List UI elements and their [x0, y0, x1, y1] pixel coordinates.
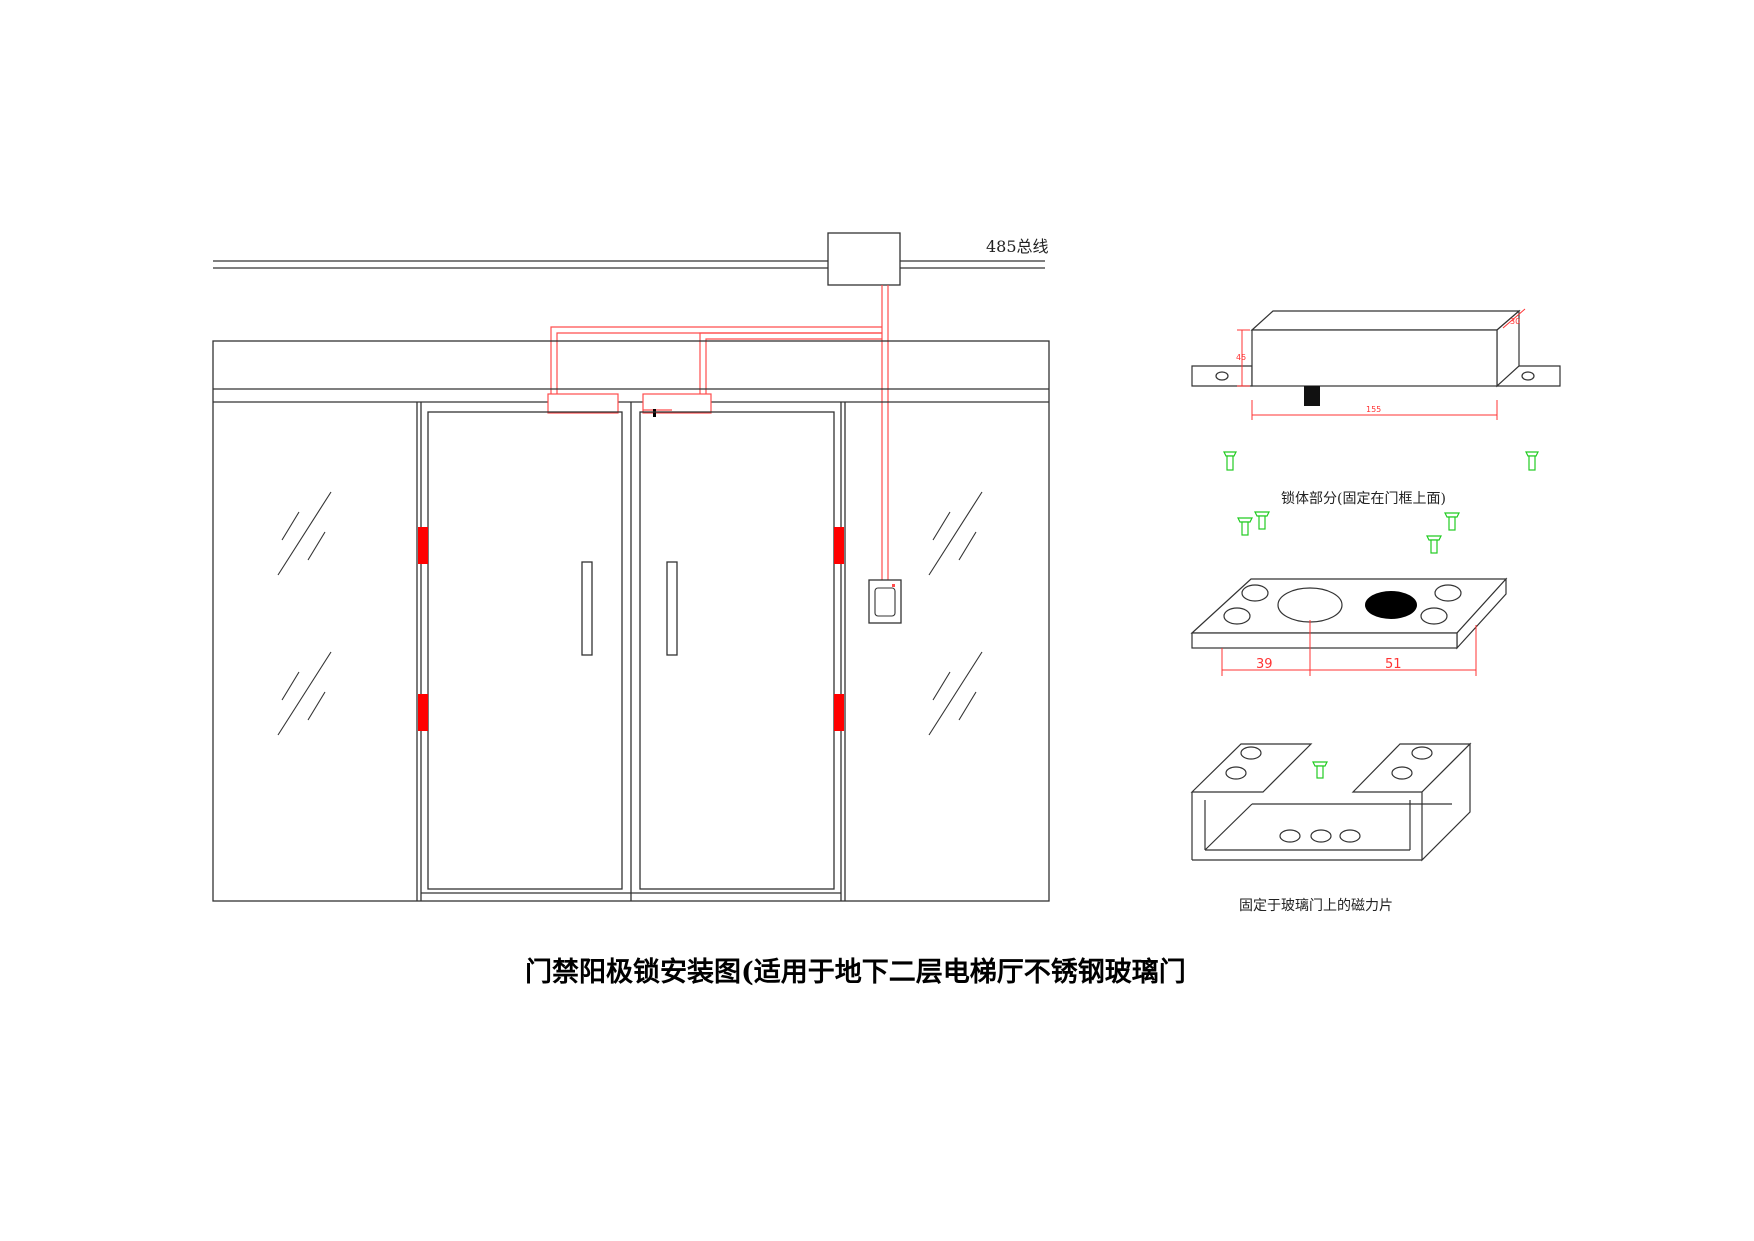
junction-box [827, 232, 901, 286]
right-door-handle [666, 561, 678, 656]
lock-bolt [653, 409, 656, 417]
glass-hatch [277, 491, 983, 736]
lock-body-caption: 锁体部分(固定在门框上面) [1281, 491, 1446, 507]
lock-bolt-pin [1304, 386, 1320, 406]
left-door-handle [581, 561, 593, 656]
screw-icon [1223, 451, 1539, 779]
door-leaves [427, 411, 835, 890]
plate-left-label: 39 [1256, 657, 1273, 672]
plate-solid-hole [1365, 591, 1417, 619]
plate-right-label: 51 [1385, 657, 1402, 672]
bus-line [213, 260, 1045, 269]
hinges [418, 527, 844, 731]
bus-label: 485总线 [986, 237, 1049, 256]
magnet-caption: 固定于玻璃门上的磁力片 [1239, 897, 1393, 914]
wiring [550, 285, 889, 580]
lock-housings [547, 393, 712, 414]
card-reader-icon [868, 579, 902, 624]
lock-height-label: 45 [1236, 353, 1246, 362]
lock-depth-label: 30 [1510, 317, 1520, 326]
lock-dimension-lines [1237, 308, 1526, 420]
door-frame [212, 340, 1050, 902]
lock-length-label: 155 [1366, 405, 1381, 414]
magnet-bracket [1190, 742, 1472, 862]
plate-dimension-lines [1221, 620, 1477, 676]
mounting-plate [1190, 577, 1508, 650]
diagram-title: 门禁阳极锁安装图(适用于地下二层电梯厅不锈钢玻璃门 [525, 956, 1186, 988]
lock-body [1191, 309, 1561, 388]
